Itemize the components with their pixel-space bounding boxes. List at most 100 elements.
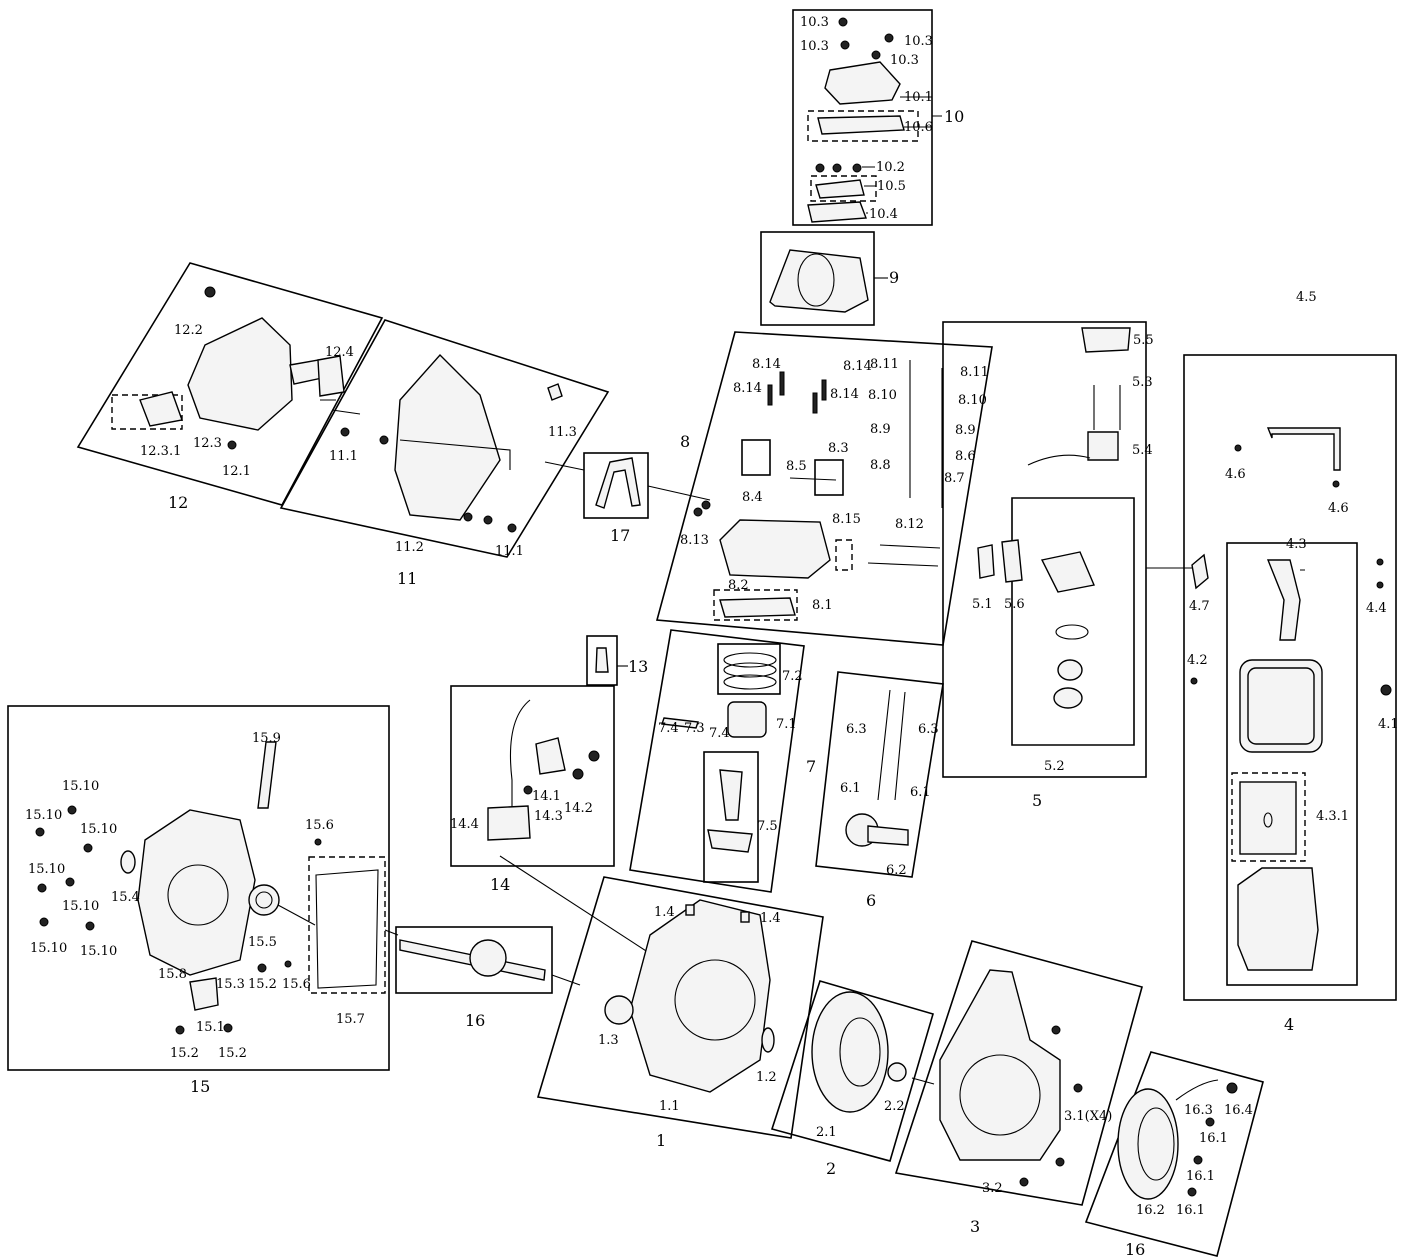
label-1-2: 1.2: [756, 1070, 777, 1085]
label-8-14-b: 8.14: [843, 359, 872, 374]
label-11-1-a: 11.1: [329, 449, 358, 464]
label-15-9: 15.9: [252, 731, 281, 746]
label-8-10-a: 8.10: [868, 388, 897, 403]
group-14: 14.1 14.2 14.3 14.4 14: [450, 685, 661, 961]
label-4-2: 4.2: [1187, 653, 1208, 668]
label-1-3: 1.3: [598, 1033, 619, 1048]
label-8-14-d: 8.14: [830, 387, 859, 402]
group-4: 4.5 4.6 4.6 4.3 4.7 4.4 4.2 4.1 4.3.1 4: [1146, 290, 1399, 1034]
group-label-17: 17: [610, 526, 630, 545]
group-label-10: 10: [944, 107, 964, 126]
label-8-4: 8.4: [742, 490, 763, 505]
label-5-2: 5.2: [1044, 759, 1065, 774]
group-13: 13: [586, 635, 648, 686]
label-8-3: 8.3: [828, 441, 849, 456]
label-15-10-g: 15.10: [80, 944, 117, 959]
label-1-4-b: 1.4: [760, 911, 781, 926]
label-15-1: 15.1: [196, 1020, 225, 1035]
label-8-8: 8.8: [870, 458, 891, 473]
label-4-3-1: 4.3.1: [1316, 809, 1349, 824]
label-8-6: 8.6: [955, 449, 976, 464]
group-16-starter: 16.3 16.4 16.1 16.1 16.1 16.2 16: [1084, 1051, 1264, 1259]
group-12: 12.4 12.2 12.3 12.3.1 12.1 12: [76, 262, 384, 512]
label-15-2-a: 15.2: [248, 977, 277, 992]
label-14-2: 14.2: [564, 801, 593, 816]
group-label-5: 5: [1032, 791, 1042, 810]
label-15-10-a: 15.10: [62, 779, 99, 794]
label-6-3-a: 6.3: [846, 722, 867, 737]
label-11-3: 11.3: [548, 425, 577, 440]
label-5-3: 5.3: [1132, 375, 1153, 390]
label-15-8: 15.8: [158, 967, 187, 982]
label-7-3: 7.3: [684, 721, 705, 736]
group-label-15: 15: [190, 1077, 210, 1096]
group-label-4: 4: [1284, 1015, 1294, 1034]
label-16-2: 16.2: [1136, 1203, 1165, 1218]
label-10-3-c: 10.3: [904, 34, 933, 49]
label-6-2: 6.2: [886, 863, 907, 878]
group-3: 3.1(X4) 3.2 3: [894, 940, 1143, 1236]
label-15-6-a: 15.6: [305, 818, 334, 833]
group-1: 1.4 1.4 1.3 1.2 1.1 1: [536, 876, 824, 1150]
group-label-3: 3: [970, 1217, 980, 1236]
label-4-6-a: 4.6: [1225, 467, 1246, 482]
label-11-1-b: 11.1: [495, 544, 524, 559]
group-label-7: 7: [806, 757, 816, 776]
label-6-1-a: 6.1: [840, 781, 861, 796]
group-8: 8.14 8.14 8.14 8.14 8.11 8.11 8.10 8.10 …: [655, 331, 993, 646]
label-15-5: 15.5: [248, 935, 277, 950]
label-10-5: 10.5: [877, 179, 906, 194]
label-15-10-b: 15.10: [25, 808, 62, 823]
label-15-10-f: 15.10: [30, 941, 67, 956]
group-9: 9: [760, 231, 899, 326]
label-8-2: 8.2: [728, 578, 749, 593]
label-6-3-b: 6.3: [918, 722, 939, 737]
group-label-14: 14: [490, 875, 510, 894]
label-3-1: 3.1(X4): [1064, 1109, 1112, 1124]
label-16-4: 16.4: [1224, 1103, 1253, 1118]
label-12-1: 12.1: [222, 464, 251, 479]
label-16-1-b: 16.1: [1186, 1169, 1215, 1184]
group-7: 7.2 7.4 7.3 7.4 7.1 7.5 7: [629, 629, 816, 893]
label-14-3: 14.3: [534, 809, 563, 824]
label-15-10-c: 15.10: [80, 822, 117, 837]
label-14-4: 14.4: [450, 817, 479, 832]
label-12-2: 12.2: [174, 323, 203, 338]
group-label-16-starter: 16: [1125, 1240, 1145, 1259]
label-7-2: 7.2: [782, 669, 803, 684]
label-10-4: 10.4: [869, 207, 898, 222]
label-1-1: 1.1: [659, 1099, 680, 1114]
group-label-11: 11: [397, 569, 417, 588]
label-15-3: 15.3: [216, 977, 245, 992]
label-10-6: 10.6: [904, 120, 933, 135]
label-2-2: 2.2: [884, 1099, 905, 1114]
group-label-16-crankshaft: 16: [465, 1011, 485, 1030]
group-label-9: 9: [889, 268, 899, 287]
label-10-1: 10.1: [904, 90, 933, 105]
label-5-1: 5.1: [972, 597, 993, 612]
group-label-6: 6: [866, 891, 876, 910]
label-15-2-b: 15.2: [170, 1046, 199, 1061]
label-10-3-d: 10.3: [890, 53, 919, 68]
label-8-12: 8.12: [895, 517, 924, 532]
label-15-4: 15.4: [111, 890, 140, 905]
label-8-9-a: 8.9: [870, 422, 891, 437]
label-8-9-b: 8.9: [955, 423, 976, 438]
group-label-13: 13: [628, 657, 648, 676]
label-8-5: 8.5: [786, 459, 807, 474]
label-8-11-b: 8.11: [960, 365, 989, 380]
label-12-3: 12.3: [193, 436, 222, 451]
label-3-2: 3.2: [982, 1181, 1003, 1196]
label-8-1: 8.1: [812, 598, 833, 613]
group-17: 17: [544, 452, 711, 545]
label-15-2-c: 15.2: [218, 1046, 247, 1061]
label-10-3-b: 10.3: [800, 39, 829, 54]
label-8-11-a: 8.11: [870, 357, 899, 372]
label-16-1-c: 16.1: [1176, 1203, 1205, 1218]
label-10-3-a: 10.3: [800, 15, 829, 30]
label-11-2: 11.2: [395, 540, 424, 555]
label-8-7: 8.7: [944, 471, 965, 486]
label-1-4-a: 1.4: [654, 905, 675, 920]
label-7-5: 7.5: [757, 819, 778, 834]
